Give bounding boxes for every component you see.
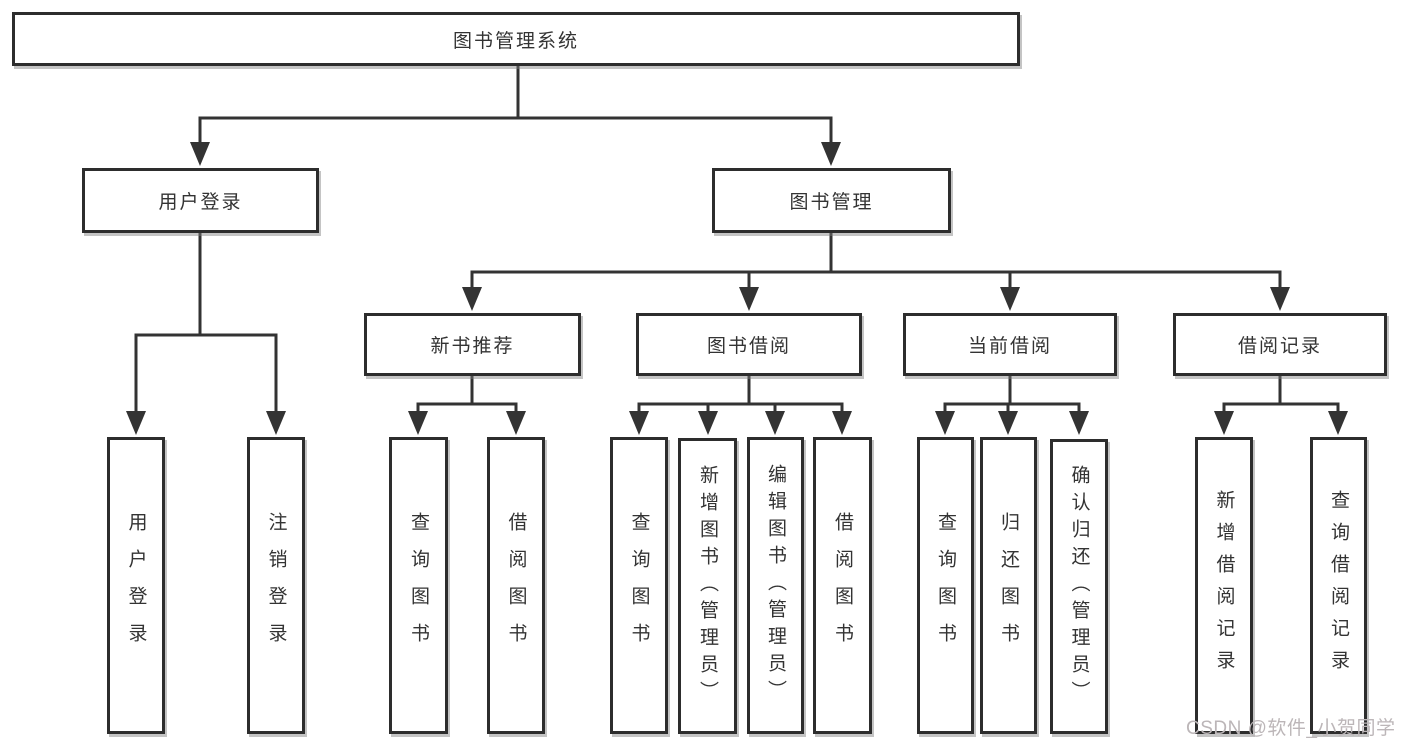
node-borrow-records: 借阅记录: [1173, 313, 1387, 376]
node-label: 注销登录: [265, 511, 287, 660]
node-user-login-module: 用户登录: [82, 168, 319, 233]
arrow-down-icon: [190, 142, 210, 166]
node-query-books-recommend: 查询图书: [389, 437, 448, 734]
arrow-down-icon: [765, 411, 785, 435]
node-new-book-recommend: 新书推荐: [364, 313, 581, 376]
node-borrow-books-borrow: 借阅图书: [813, 437, 872, 734]
node-label: 新书推荐: [430, 336, 515, 357]
arrow-down-icon: [408, 411, 428, 435]
node-label: 查询图书: [935, 511, 956, 660]
node-label: 查询借阅记录: [1328, 489, 1349, 682]
node-label: 图书借阅: [706, 336, 791, 357]
node-label: 借阅图书: [505, 511, 527, 660]
arrow-down-icon: [629, 411, 649, 435]
arrow-down-icon: [1069, 411, 1089, 435]
node-query-books-current: 查询图书: [917, 437, 974, 734]
node-add-book-admin: 新增图书（管理员）: [678, 438, 737, 734]
arrow-down-icon: [832, 411, 852, 435]
arrow-down-icon: [1214, 411, 1234, 435]
node-confirm-return-admin: 确认归还（管理员）: [1050, 439, 1108, 734]
node-label: 借阅记录: [1237, 336, 1322, 357]
node-edit-book-admin: 编辑图书（管理员）: [747, 437, 804, 734]
arrow-down-icon: [1000, 287, 1020, 311]
node-label: 编辑图书（管理员）: [765, 464, 786, 707]
node-label: 确认归还（管理员）: [1068, 465, 1090, 708]
node-book-management-module: 图书管理: [712, 168, 951, 233]
arrow-down-icon: [506, 411, 526, 435]
arrow-down-icon: [126, 411, 146, 435]
node-logout: 注销登录: [247, 437, 305, 734]
arrow-down-icon: [462, 287, 482, 311]
arrow-down-icon: [935, 411, 955, 435]
node-label: 用户登录: [158, 192, 243, 213]
node-borrow-books-recommend: 借阅图书: [487, 437, 545, 734]
node-label: 查询图书: [408, 511, 429, 660]
node-current-borrow: 当前借阅: [903, 313, 1117, 376]
node-label: 图书管理系统: [452, 30, 579, 52]
node-user-login: 用户登录: [107, 437, 165, 734]
arrow-down-icon: [821, 142, 841, 166]
tree-edges: [134, 64, 1340, 415]
arrow-down-icon: [998, 411, 1018, 435]
node-label: 新增图书（管理员）: [697, 464, 718, 708]
node-label: 归还图书: [998, 511, 1019, 660]
node-label: 图书管理: [789, 192, 874, 213]
node-label: 查询图书: [628, 511, 650, 660]
node-add-borrow-record: 新增借阅记录: [1195, 437, 1253, 734]
node-label: 当前借阅: [967, 336, 1052, 357]
node-query-books-borrow: 查询图书: [610, 437, 668, 734]
node-return-books: 归还图书: [980, 437, 1037, 734]
arrow-down-icon: [266, 411, 286, 435]
node-label: 借阅图书: [832, 511, 853, 660]
arrow-down-icon: [1328, 411, 1348, 435]
arrow-down-icon: [1270, 287, 1290, 311]
arrow-down-icon: [739, 287, 759, 311]
node-label: 新增借阅记录: [1213, 489, 1235, 682]
csdn-watermark: CSDN @软件_小贺同学: [1186, 718, 1396, 739]
arrow-down-icon: [698, 411, 718, 435]
node-book-borrow: 图书借阅: [636, 313, 862, 376]
node-library-management-system: 图书管理系统: [12, 12, 1020, 66]
arrow-down-icons: [126, 142, 1348, 435]
node-query-borrow-record: 查询借阅记录: [1310, 437, 1367, 734]
node-label: 用户登录: [125, 511, 147, 660]
